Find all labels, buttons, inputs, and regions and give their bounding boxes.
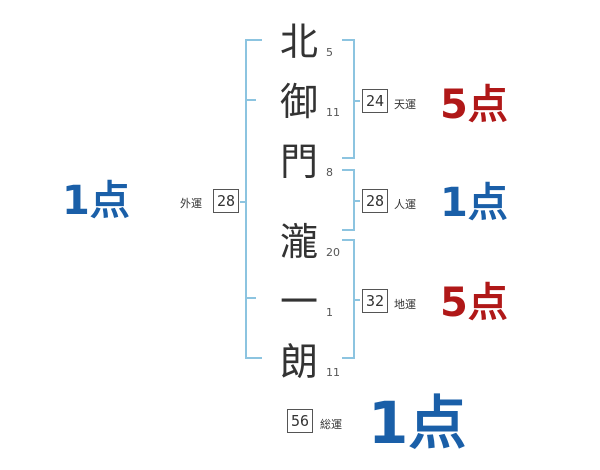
stroke-count-5: 1: [326, 306, 333, 319]
outer-bracket: [245, 39, 262, 359]
jinun-value: 28: [362, 189, 388, 213]
jinun-label: 人運: [394, 198, 416, 211]
souun-label: 総運: [320, 418, 342, 431]
souun-score: 1点: [368, 389, 467, 457]
name-char-6: 朗: [279, 340, 318, 384]
chiun-score: 5点: [440, 280, 508, 326]
tenun-value: 24: [362, 89, 388, 113]
chiun-bracket: [342, 239, 355, 359]
stroke-count-4: 20: [326, 246, 340, 259]
stroke-count-2: 11: [326, 106, 340, 119]
tenun-score: 5点: [440, 82, 508, 128]
name-char-3: 門: [279, 140, 318, 184]
stroke-count-1: 5: [326, 46, 333, 59]
stroke-count-3: 8: [326, 166, 333, 179]
jinun-bracket: [342, 169, 355, 231]
gaiun-label: 外運: [180, 197, 202, 210]
chiun-value: 32: [362, 289, 388, 313]
name-char-2: 御: [279, 80, 318, 124]
stroke-count-6: 11: [326, 366, 340, 379]
souun-value: 56: [287, 409, 313, 433]
tenun-bracket: [342, 39, 355, 159]
jinun-score: 1点: [440, 180, 508, 226]
chiun-label: 地運: [394, 298, 416, 311]
gaiun-score: 1点: [62, 178, 130, 224]
name-char-5: 一: [279, 280, 318, 324]
tenun-label: 天運: [394, 98, 416, 111]
name-char-1: 北: [279, 20, 318, 64]
name-char-4: 瀧: [279, 220, 318, 264]
gaiun-value: 28: [213, 189, 239, 213]
